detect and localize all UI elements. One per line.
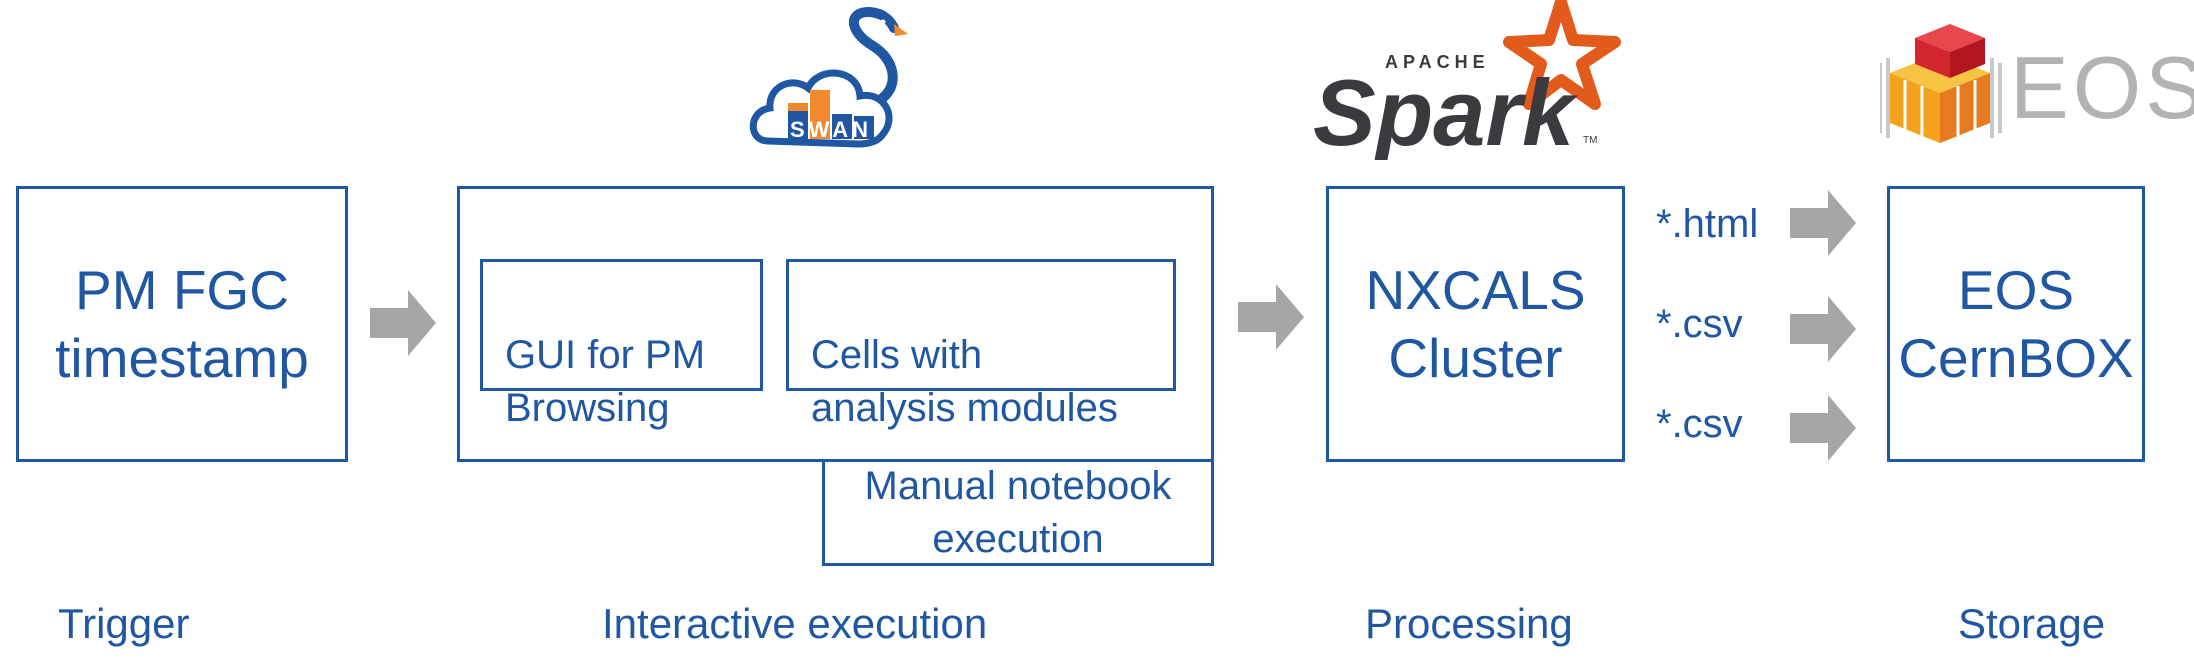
- spark-tm-text: TM: [1583, 135, 1597, 146]
- storage-box-label: EOS CernBOX: [1898, 259, 2134, 389]
- storage-box: EOS CernBOX: [1887, 186, 2145, 462]
- spark-text: Spark: [1313, 60, 1579, 160]
- extension-html: *.html: [1656, 202, 1759, 246]
- stage-trigger: Trigger: [58, 600, 190, 647]
- extension-csv-1: *.csv: [1656, 302, 1743, 346]
- arrow-html-to-storage: [1790, 190, 1856, 256]
- eos-logo-text: EOS: [2010, 38, 2194, 137]
- gui-browsing-label: GUI for PM Browsing: [505, 333, 706, 430]
- arrow-csv2-to-storage: [1790, 395, 1856, 461]
- nxcals-label: NXCALS Cluster: [1365, 259, 1586, 389]
- manual-execution-box: Manual notebook execution: [822, 459, 1214, 566]
- arrow-trigger-to-swan: [370, 290, 436, 356]
- gui-browsing-box: GUI for PM Browsing: [480, 259, 763, 430]
- arrow-csv1-to-storage: [1790, 296, 1856, 362]
- nxcals-box: NXCALS Cluster: [1326, 186, 1625, 462]
- manual-execution-label: Manual notebook execution: [864, 463, 1172, 561]
- extension-csv-2: *.csv: [1656, 402, 1743, 446]
- cells-modules-label: Cells with analysis modules: [811, 333, 1118, 430]
- spark-logo: APACHE Spark TM: [1313, 0, 1621, 160]
- swan-logo-text: SWAN: [790, 117, 872, 142]
- trigger-box: PM FGC timestamp: [16, 186, 348, 462]
- swan-notebook-box: GUI for PM Browsing Cells with analysis …: [457, 186, 1214, 462]
- stage-interactive: Interactive execution: [602, 600, 988, 647]
- swan-logo: SWAN: [749, 7, 908, 148]
- stage-processing: Processing: [1365, 600, 1573, 647]
- arrow-swan-to-nxcals: [1238, 284, 1304, 350]
- eos-logo: EOS: [1880, 24, 2194, 143]
- trigger-box-label: PM FGC timestamp: [55, 259, 309, 389]
- cells-modules-box: Cells with analysis modules: [786, 259, 1176, 430]
- apache-text: APACHE: [1385, 52, 1490, 72]
- stage-storage: Storage: [1958, 600, 2106, 647]
